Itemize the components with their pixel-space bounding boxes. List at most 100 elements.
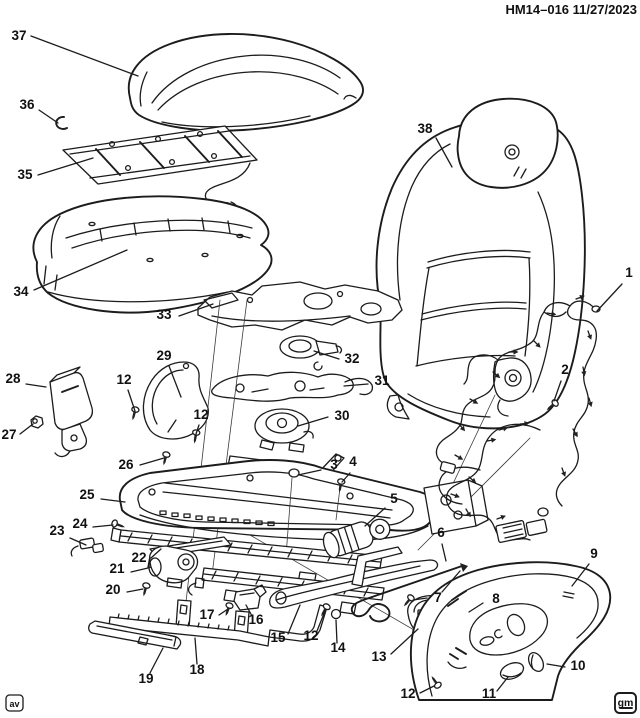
footer <box>5 692 637 714</box>
callout-21: 21 <box>109 561 125 576</box>
leader-line-25 <box>100 498 126 503</box>
leader-line-19 <box>149 647 164 674</box>
leader-line-17 <box>218 608 229 616</box>
fasteners <box>110 397 561 691</box>
callout-19: 19 <box>138 671 153 686</box>
seat-cushion-cover <box>127 33 364 132</box>
callout-20: 20 <box>105 582 120 597</box>
callout-7: 7 <box>434 590 442 605</box>
side-shield-bracket <box>142 361 209 440</box>
callout-10: 10 <box>570 658 585 673</box>
leader-line-3 <box>297 469 322 476</box>
leader-line-6 <box>441 543 447 562</box>
callout-27: 27 <box>1 427 16 442</box>
track-finisher-strip <box>88 620 182 650</box>
callout-32: 32 <box>344 351 359 366</box>
leader-line-33 <box>178 303 214 317</box>
leader-line-14 <box>335 619 338 644</box>
leader-line-15 <box>287 604 301 635</box>
leader-line-12 <box>127 389 136 412</box>
callout-30: 30 <box>334 408 349 423</box>
anchor-bracket <box>233 584 267 611</box>
callout-26: 26 <box>118 457 134 472</box>
recline-linkage <box>211 361 374 402</box>
adjuster-ring <box>279 335 343 359</box>
callout-5: 5 <box>390 491 398 506</box>
blower-motor <box>254 408 314 453</box>
leader-line-31 <box>343 383 369 387</box>
side-valance-panel <box>409 561 612 701</box>
callout-2: 2 <box>561 362 569 377</box>
seat-belt-buckle <box>49 366 94 458</box>
leader-line-28 <box>25 383 47 388</box>
callout-22: 22 <box>131 550 146 565</box>
leader-line-10 <box>546 663 566 668</box>
callout-29: 29 <box>156 348 171 363</box>
callout-3: 3 <box>330 457 338 472</box>
leader-line-11 <box>496 676 509 692</box>
leader-line-2 <box>553 380 562 402</box>
leader-line-24 <box>92 524 114 528</box>
leader-line-22 <box>150 548 162 559</box>
callout-17: 17 <box>199 607 214 622</box>
leader-line-9 <box>571 563 590 587</box>
leader-line-36 <box>38 109 59 124</box>
leader-line-7 <box>412 597 428 601</box>
leader-line-29 <box>168 365 182 398</box>
callout-15: 15 <box>270 630 286 645</box>
leader-line-16 <box>245 604 253 617</box>
callout-16: 16 <box>248 612 264 627</box>
callout-4: 4 <box>349 454 357 469</box>
callout-13: 13 <box>371 649 387 664</box>
callout-18: 18 <box>189 662 205 677</box>
leader-line-12 <box>195 424 200 435</box>
track-connector <box>70 537 104 557</box>
callout-37: 37 <box>11 28 26 43</box>
leader-line-7 <box>441 570 461 593</box>
release-rod <box>350 563 468 623</box>
retainer-clip <box>55 116 68 130</box>
callout-9: 9 <box>590 546 598 561</box>
headrest <box>456 97 559 189</box>
callout-11: 11 <box>482 686 497 701</box>
callout-12: 12 <box>400 686 415 701</box>
switch-knob-large <box>499 662 525 680</box>
av-code-box <box>5 694 24 712</box>
track-trim <box>269 546 439 609</box>
leader-line-20 <box>126 588 144 593</box>
callout-38: 38 <box>417 121 433 136</box>
leader-line-38 <box>435 137 453 168</box>
leader-line-34 <box>33 249 128 291</box>
callout-25: 25 <box>79 487 95 502</box>
callout-35: 35 <box>17 167 33 182</box>
leader-line-23 <box>69 537 87 546</box>
seat-back-assembly <box>375 97 586 430</box>
leader-line-26 <box>139 457 165 466</box>
switch-knob-small <box>527 652 545 672</box>
leader-line-12 <box>316 610 326 632</box>
front-bracket <box>108 599 328 647</box>
callout-6: 6 <box>437 525 445 540</box>
seat-cushion-pad <box>32 195 273 314</box>
callout-8: 8 <box>492 591 500 606</box>
leader-line-21 <box>130 567 149 573</box>
leader-line-12 <box>419 685 435 694</box>
leader-line-37 <box>30 35 139 77</box>
callout-12: 12 <box>303 628 318 643</box>
leader-line-8 <box>468 602 484 613</box>
leader-line-30 <box>297 416 329 427</box>
seat-adjuster-frame <box>118 299 531 646</box>
callout-31: 31 <box>374 373 390 388</box>
adjuster-motor-right <box>322 518 391 559</box>
adjuster-motor-left <box>148 545 199 589</box>
ring-14 <box>330 608 342 620</box>
callout-24: 24 <box>72 516 88 531</box>
leader-line-32 <box>313 350 340 360</box>
leader-line-27 <box>19 423 34 435</box>
screw-12b <box>190 428 201 445</box>
leader-line-5 <box>364 507 386 527</box>
callout-14: 14 <box>330 640 346 655</box>
leader-line-1 <box>596 283 623 312</box>
